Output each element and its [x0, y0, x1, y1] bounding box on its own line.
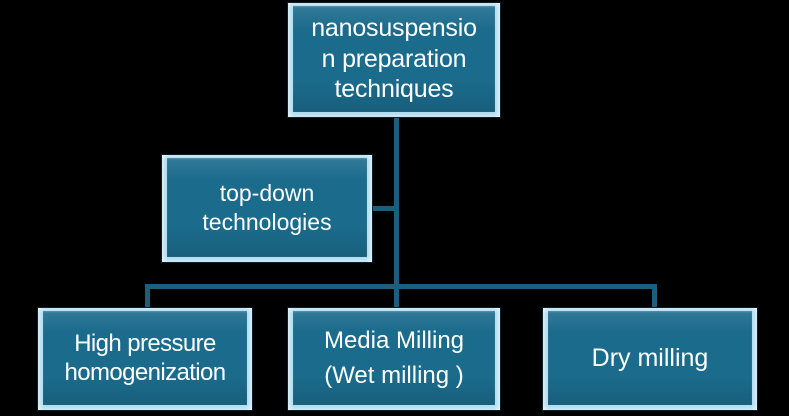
- node-label-dry-milling: Dry milling: [591, 343, 709, 372]
- connector-branch-bar: [145, 284, 657, 289]
- connector-bar-to-high-pressure-homogenization: [145, 284, 150, 310]
- node-top-down-technologies[interactable]: top-down technologies: [161, 154, 373, 263]
- node-dry-milling[interactable]: Dry milling: [542, 307, 758, 411]
- connector-bar-to-dry-milling: [652, 284, 657, 310]
- connector-trunk-lower: [394, 206, 399, 288]
- node-label-media-milling-line1: Media Milling: [323, 326, 465, 354]
- node-nanosuspension-preparation-techniques[interactable]: nanosuspensio n preparation techniques: [287, 2, 501, 118]
- node-media-milling[interactable]: Media Milling (Wet milling ): [287, 307, 501, 411]
- connector-root-trunk: [394, 117, 399, 208]
- connector-trunk-to-topdown: [372, 206, 396, 211]
- node-label-root: nanosuspensio n preparation techniques: [311, 14, 477, 104]
- node-high-pressure-homogenization[interactable]: High pressure homogenization: [37, 307, 253, 411]
- node-label-high-pressure-homogenization: High pressure homogenization: [64, 329, 226, 386]
- node-label-media-milling-line2: (Wet milling ): [324, 362, 464, 389]
- connector-bar-to-media-milling: [394, 284, 399, 310]
- node-label-media-milling: Media Milling (Wet milling ): [322, 296, 466, 416]
- node-label-top-down-technologies: top-down technologies: [202, 180, 332, 235]
